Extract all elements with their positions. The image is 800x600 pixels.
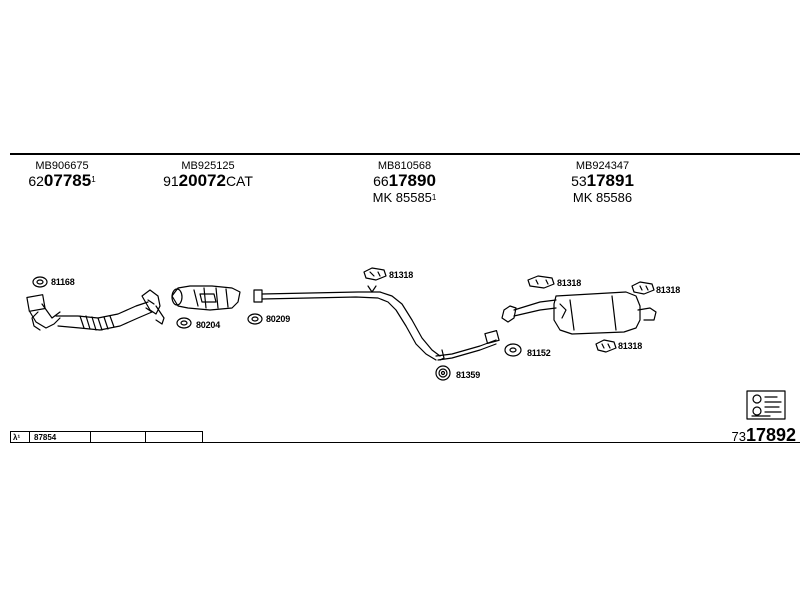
rear-silencer-drawing [501,291,657,335]
oem-ref: MB906675 [35,160,89,172]
label-80209: 80209 [266,314,291,324]
label-80204: 80204 [196,320,221,330]
hanger-icon-81318d [595,339,617,353]
part-number: 9120072CAT [163,171,253,190]
gasket-icon-80209 [247,313,263,325]
header-front-pipe: MB906675 62077851 [22,160,102,190]
lambda-empty-cell [146,432,202,442]
mounting-kit-number: MK 85586 [572,190,633,205]
bottom-rule [203,442,800,443]
lambda-symbol: λ¹ [11,432,30,442]
front-pipe-drawing [26,289,165,331]
mounting-kit-part-number: 7317892 [731,425,796,445]
label-81318-rear-lower: 81318 [618,341,643,351]
oem-ref: MB924347 [575,160,630,172]
header-rear-silencer: MB924347 5317891 MK 85586 [560,160,645,205]
label-81318-middle: 81318 [389,270,414,280]
gasket-icon-81152 [504,343,522,357]
mounting-kit-number: MK 855851 [372,190,437,205]
lambda-part-number: 87854 [30,432,91,442]
header-middle-pipe: MB810568 6617890 MK 855851 [362,160,447,205]
top-rule [10,153,800,155]
oem-ref: MB925125 [181,160,235,172]
hanger-icon-81318b [527,275,555,289]
lambda-empty-cell [91,432,146,442]
oem-ref: MB810568 [377,160,432,172]
seal-ring-icon-81359 [435,365,451,381]
label-81359: 81359 [456,370,481,380]
label-81318-rear-right: 81318 [656,285,681,295]
catalytic-converter-drawing [171,285,241,311]
header-catalytic-converter: MB925125 9120072CAT [158,160,258,190]
gasket-icon-80204 [176,317,192,329]
mounting-kit-icon [746,390,786,420]
part-number: 62077851 [28,171,96,190]
label-81168: 81168 [51,277,75,287]
middle-pipe-drawing [253,285,500,361]
lambda-table: λ¹ 87854 [10,431,203,443]
label-81318-rear-left: 81318 [557,278,582,288]
hanger-icon-81318a [363,267,387,281]
gasket-icon-81168 [32,276,48,288]
label-81152: 81152 [527,348,551,358]
hanger-icon-81318c [631,281,655,295]
part-number: 6617890 [373,171,436,190]
part-number: 5317891 [571,171,634,190]
